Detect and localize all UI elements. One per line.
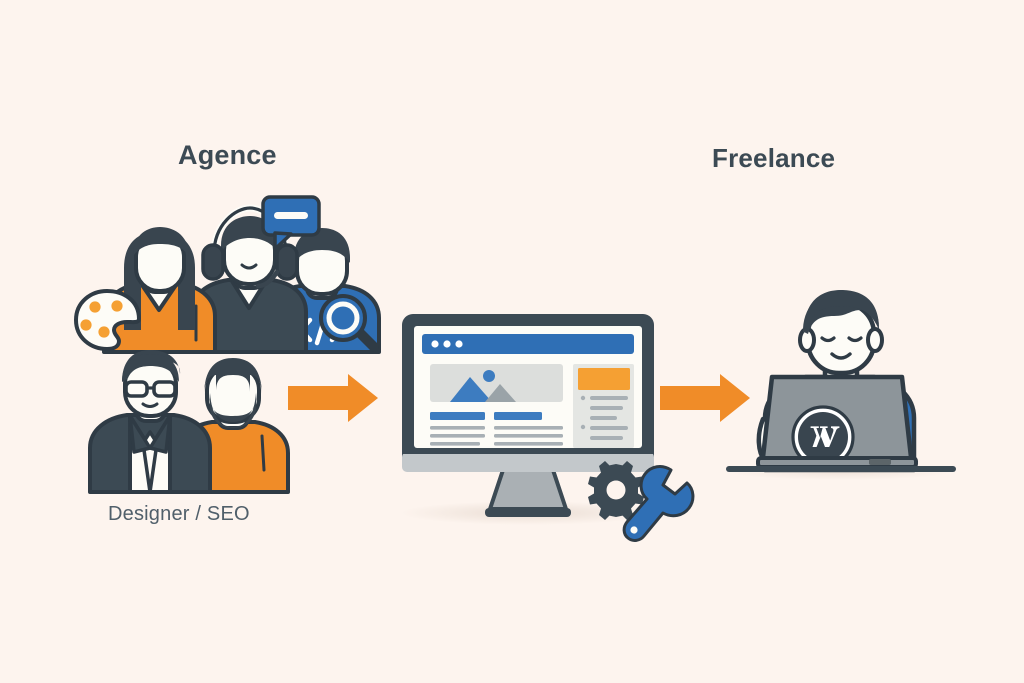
content-column-2 xyxy=(494,412,563,446)
gear-icon xyxy=(588,461,644,520)
wordpress-logo xyxy=(791,405,855,469)
agency-member-manager xyxy=(88,350,212,494)
desk-line xyxy=(726,466,956,472)
agency-group-top-row xyxy=(74,195,381,354)
browser-bar xyxy=(422,334,634,354)
arrow-agency-to-site xyxy=(288,374,378,422)
wrench-icon xyxy=(622,465,695,542)
agency-group-bottom-row xyxy=(88,350,290,494)
arrow-site-to-freelance xyxy=(660,374,750,422)
agency-title: Agence xyxy=(178,140,277,170)
website-monitor xyxy=(400,314,656,525)
content-column-1 xyxy=(430,412,485,446)
glasses-icon xyxy=(124,380,177,398)
freelancer-figure xyxy=(726,290,956,480)
agency-member-designer xyxy=(74,227,217,354)
agency-member-support xyxy=(190,204,308,354)
designer-seo-caption: Designer / SEO xyxy=(108,503,250,525)
speech-bubble-icon xyxy=(261,195,321,251)
tools-group xyxy=(588,461,695,542)
palette-icon xyxy=(74,289,141,351)
hero-image-placeholder xyxy=(430,364,563,402)
sidebar-panel xyxy=(573,364,634,448)
freelance-title: Freelance xyxy=(712,143,836,173)
